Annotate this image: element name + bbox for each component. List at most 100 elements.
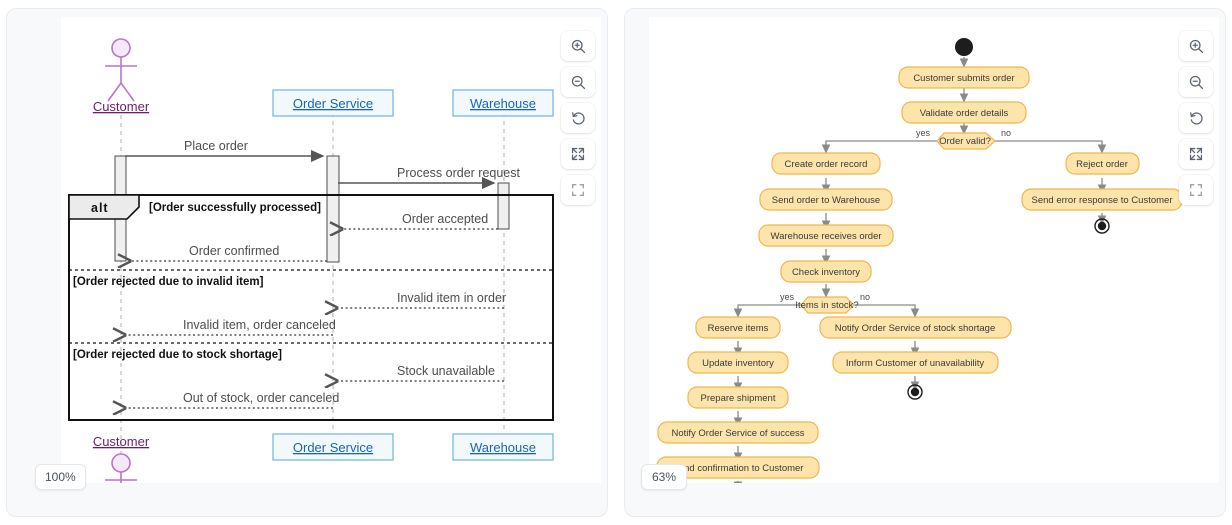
actor-label-customer-top: Customer bbox=[93, 99, 150, 114]
fit-screen-icon bbox=[1188, 146, 1204, 162]
lifeline-label-order-service: Order Service bbox=[293, 96, 373, 111]
message-order-confirmed: Order confirmed bbox=[130, 244, 327, 261]
message-place-order: Place order bbox=[125, 139, 325, 162]
message-label-out-of-stock-order-canceled: Out of stock, order canceled bbox=[183, 391, 339, 405]
activity-node-inform-customer-of-unavailability[interactable]: Inform Customer of unavailability bbox=[832, 351, 999, 374]
guard-label-yes-1: yes bbox=[916, 128, 931, 138]
activity-diagram-svg: Customer submits order Validate order de… bbox=[656, 38, 1183, 483]
alt-fragment-guard-3: [Order rejected due to stock shortage] bbox=[73, 349, 282, 361]
zoom-level-badge: 100% bbox=[35, 464, 86, 490]
zoom-out-button[interactable] bbox=[561, 67, 595, 97]
zoom-in-button[interactable] bbox=[561, 31, 595, 61]
message-invalid-item-order-canceled: Invalid item, order canceled bbox=[125, 318, 336, 335]
activity-diagram-toolbar bbox=[1179, 31, 1213, 205]
activity-node-label: Notify Order Service of stock shortage bbox=[835, 323, 996, 334]
activity-node-label: Validate order details bbox=[920, 108, 1009, 119]
activity-node-validate-order-details[interactable]: Validate order details bbox=[901, 101, 1027, 124]
lifeline-header-order-service[interactable]: Order Service bbox=[272, 89, 394, 117]
activity-node-label: Create order record bbox=[785, 159, 868, 170]
fullscreen-icon bbox=[1188, 182, 1204, 198]
final-node-reject-branch bbox=[1094, 218, 1110, 234]
activity-node-notify-order-service-of-success[interactable]: Notify Order Service of success bbox=[657, 421, 819, 444]
fit-screen-icon bbox=[570, 146, 586, 162]
zoom-out-icon bbox=[1188, 74, 1205, 91]
actor-label-customer-bottom: Customer bbox=[93, 434, 150, 449]
zoom-in-icon bbox=[1188, 38, 1205, 55]
message-label-order-confirmed: Order confirmed bbox=[189, 244, 279, 258]
activity-node-prepare-shipment[interactable]: Prepare shipment bbox=[687, 386, 789, 409]
reset-icon bbox=[570, 110, 587, 127]
guard-label-yes-2: yes bbox=[780, 292, 795, 302]
zoom-level-badge: 63% bbox=[641, 464, 687, 490]
activity-node-update-inventory[interactable]: Update inventory bbox=[687, 351, 789, 374]
activity-node-customer-submits-order[interactable]: Customer submits order bbox=[898, 66, 1030, 89]
lifeline-header-warehouse[interactable]: Warehouse bbox=[452, 89, 554, 117]
alt-fragment-guard-2: [Order rejected due to invalid item] bbox=[73, 276, 264, 288]
activity-node-label: Prepare shipment bbox=[701, 393, 776, 404]
message-label-invalid-item-order-canceled: Invalid item, order canceled bbox=[183, 318, 336, 332]
alt-fragment: alt [Order successfully processed] [Orde… bbox=[68, 194, 554, 421]
activity-node-label: Check inventory bbox=[792, 267, 860, 278]
lifeline-label-warehouse: Warehouse bbox=[470, 96, 536, 111]
activity-node-label: Send confirmation to Customer bbox=[673, 463, 804, 474]
decision-node-items-in-stock[interactable]: Items in stock? yes no bbox=[780, 292, 870, 314]
final-node-stock-shortage-branch bbox=[907, 384, 923, 400]
sequence-diagram-panel: Customer Order Service Warehouse bbox=[6, 8, 608, 517]
activity-diagram-panel: Customer submits order Validate order de… bbox=[624, 8, 1226, 517]
zoom-in-button[interactable] bbox=[1179, 31, 1213, 61]
activity-node-label: Send error response to Customer bbox=[1032, 195, 1173, 206]
activity-node-send-error-response-to-customer[interactable]: Send error response to Customer bbox=[1021, 188, 1183, 211]
activity-node-label: Send order to Warehouse bbox=[772, 195, 880, 206]
message-label-invalid-item-in-order: Invalid item in order bbox=[397, 291, 506, 305]
decision-node-label: Order valid? bbox=[939, 136, 991, 147]
activity-node-label: Reserve items bbox=[708, 323, 769, 334]
decision-node-label: Items in stock? bbox=[795, 300, 858, 311]
alt-fragment-guard-1: [Order successfully processed] bbox=[149, 202, 321, 214]
fit-screen-button[interactable] bbox=[1179, 139, 1213, 169]
zoom-in-icon bbox=[570, 38, 587, 55]
activity-diagram-canvas[interactable]: Customer submits order Validate order de… bbox=[649, 17, 1219, 483]
activity-node-label: Warehouse receives order bbox=[770, 231, 881, 242]
message-order-accepted: Order accepted bbox=[342, 212, 498, 229]
decision-node-order-valid[interactable]: Order valid? yes no bbox=[916, 128, 1011, 150]
reset-icon bbox=[1188, 110, 1205, 127]
activity-node-create-order-record[interactable]: Create order record bbox=[771, 152, 881, 175]
activity-node-send-order-to-warehouse[interactable]: Send order to Warehouse bbox=[759, 188, 893, 211]
activity-node-reject-order[interactable]: Reject order bbox=[1065, 152, 1140, 175]
message-label-place-order: Place order bbox=[184, 139, 248, 153]
initial-node bbox=[955, 38, 973, 56]
fit-screen-button[interactable] bbox=[561, 139, 595, 169]
zoom-out-button[interactable] bbox=[1179, 67, 1213, 97]
activity-node-notify-order-service-of-stock-shortage[interactable]: Notify Order Service of stock shortage bbox=[819, 316, 1012, 339]
activity-node-label: Reject order bbox=[1076, 159, 1128, 170]
activity-node-label: Update inventory bbox=[702, 358, 774, 369]
sequence-diagram-canvas[interactable]: Customer Order Service Warehouse bbox=[61, 17, 601, 483]
message-stock-unavailable: Stock unavailable bbox=[337, 364, 504, 381]
activity-node-warehouse-receives-order[interactable]: Warehouse receives order bbox=[758, 224, 894, 247]
lifeline-label-order-service-bottom: Order Service bbox=[293, 440, 373, 455]
message-label-process-order-request: Process order request bbox=[397, 166, 521, 180]
lifeline-footer-order-service[interactable]: Order Service bbox=[272, 433, 394, 461]
fullscreen-icon bbox=[570, 182, 586, 198]
fullscreen-button[interactable] bbox=[1179, 175, 1213, 205]
activity-node-check-inventory[interactable]: Check inventory bbox=[780, 260, 872, 283]
zoom-out-icon bbox=[570, 74, 587, 91]
actor-customer-top: Customer bbox=[93, 38, 150, 114]
activity-node-label: Inform Customer of unavailability bbox=[846, 358, 985, 369]
guard-label-no-1: no bbox=[1001, 128, 1011, 138]
message-out-of-stock-order-canceled: Out of stock, order canceled bbox=[125, 391, 339, 408]
activity-node-label: Notify Order Service of success bbox=[671, 428, 804, 439]
reset-view-button[interactable] bbox=[561, 103, 595, 133]
actor-customer-bottom: Customer bbox=[93, 434, 150, 483]
fullscreen-button[interactable] bbox=[561, 175, 595, 205]
message-label-stock-unavailable: Stock unavailable bbox=[397, 364, 495, 378]
message-process-order-request: Process order request bbox=[338, 166, 521, 189]
activity-node-reserve-items[interactable]: Reserve items bbox=[695, 316, 781, 339]
lifeline-footer-warehouse[interactable]: Warehouse bbox=[452, 433, 554, 461]
message-invalid-item-in-order: Invalid item in order bbox=[337, 291, 506, 308]
activity-node-label: Customer submits order bbox=[913, 73, 1014, 84]
reset-view-button[interactable] bbox=[1179, 103, 1213, 133]
alt-fragment-operator: alt bbox=[91, 201, 109, 215]
guard-label-no-2: no bbox=[860, 292, 870, 302]
